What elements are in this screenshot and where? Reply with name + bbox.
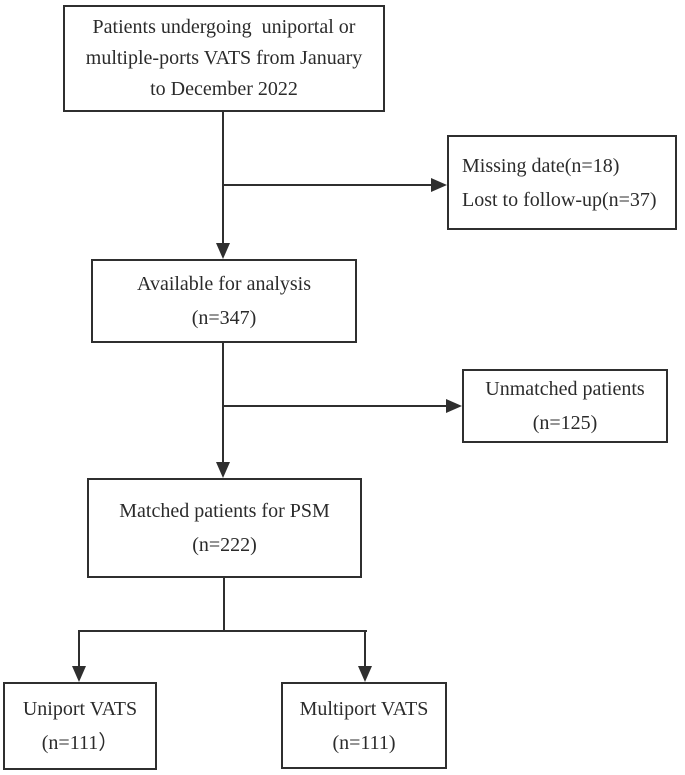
uniport-text-line: Uniport VATS (22, 698, 138, 720)
arrowhead-down-icon (216, 462, 230, 478)
matched-box: Matched patients for PSM (n=222) (87, 478, 362, 578)
multiport-text-line: Multiport VATS (299, 697, 429, 720)
matched-text-line: Matched patients for PSM (119, 500, 330, 522)
multiport-text-line: (n=111) (332, 731, 396, 754)
connector-branch-excluded (223, 184, 433, 186)
multiport-box: Multiport VATS (n=111) (281, 682, 447, 769)
arrowhead-down-icon (358, 666, 372, 682)
matched-text-line: (n=222) (192, 534, 257, 556)
available-box: Available for analysis (n=347) (91, 259, 357, 343)
enrollment-text-line: to December 2022 (150, 78, 298, 100)
connector-split-bar (78, 630, 367, 632)
arrowhead-right-icon (446, 399, 462, 413)
enrollment-box: Patients undergoing uniportal or multipl… (63, 5, 385, 112)
enrollment-text-line: multiple-ports VATS from January (85, 47, 363, 69)
excluded-text-line: Lost to follow-up(n=37) (462, 188, 657, 211)
excluded-text-line: Missing date(n=18) (462, 154, 620, 177)
unmatched-text-line: Unmatched patients (485, 378, 645, 400)
excluded-box: Missing date(n=18) Lost to follow-up(n=3… (447, 135, 677, 230)
uniport-text-line: (n=111） (41, 732, 119, 754)
uniport-box: Uniport VATS (n=111） (3, 682, 157, 770)
arrowhead-down-icon (216, 243, 230, 259)
connector-available-matched (222, 343, 224, 465)
connector-branch-unmatched (223, 405, 448, 407)
available-text-line: Available for analysis (136, 273, 311, 295)
unmatched-box: Unmatched patients (n=125) (462, 369, 668, 443)
available-text-line: (n=347) (191, 307, 257, 329)
arrowhead-down-icon (72, 666, 86, 682)
unmatched-text-line: (n=125) (532, 412, 598, 434)
connector-matched-split (223, 578, 225, 632)
enrollment-text-line: Patients undergoing uniportal or (92, 16, 356, 38)
connector-split-multiport (364, 630, 366, 670)
connector-split-uniport (78, 630, 80, 670)
arrowhead-right-icon (431, 178, 447, 192)
connector-enrollment-available (222, 112, 224, 246)
